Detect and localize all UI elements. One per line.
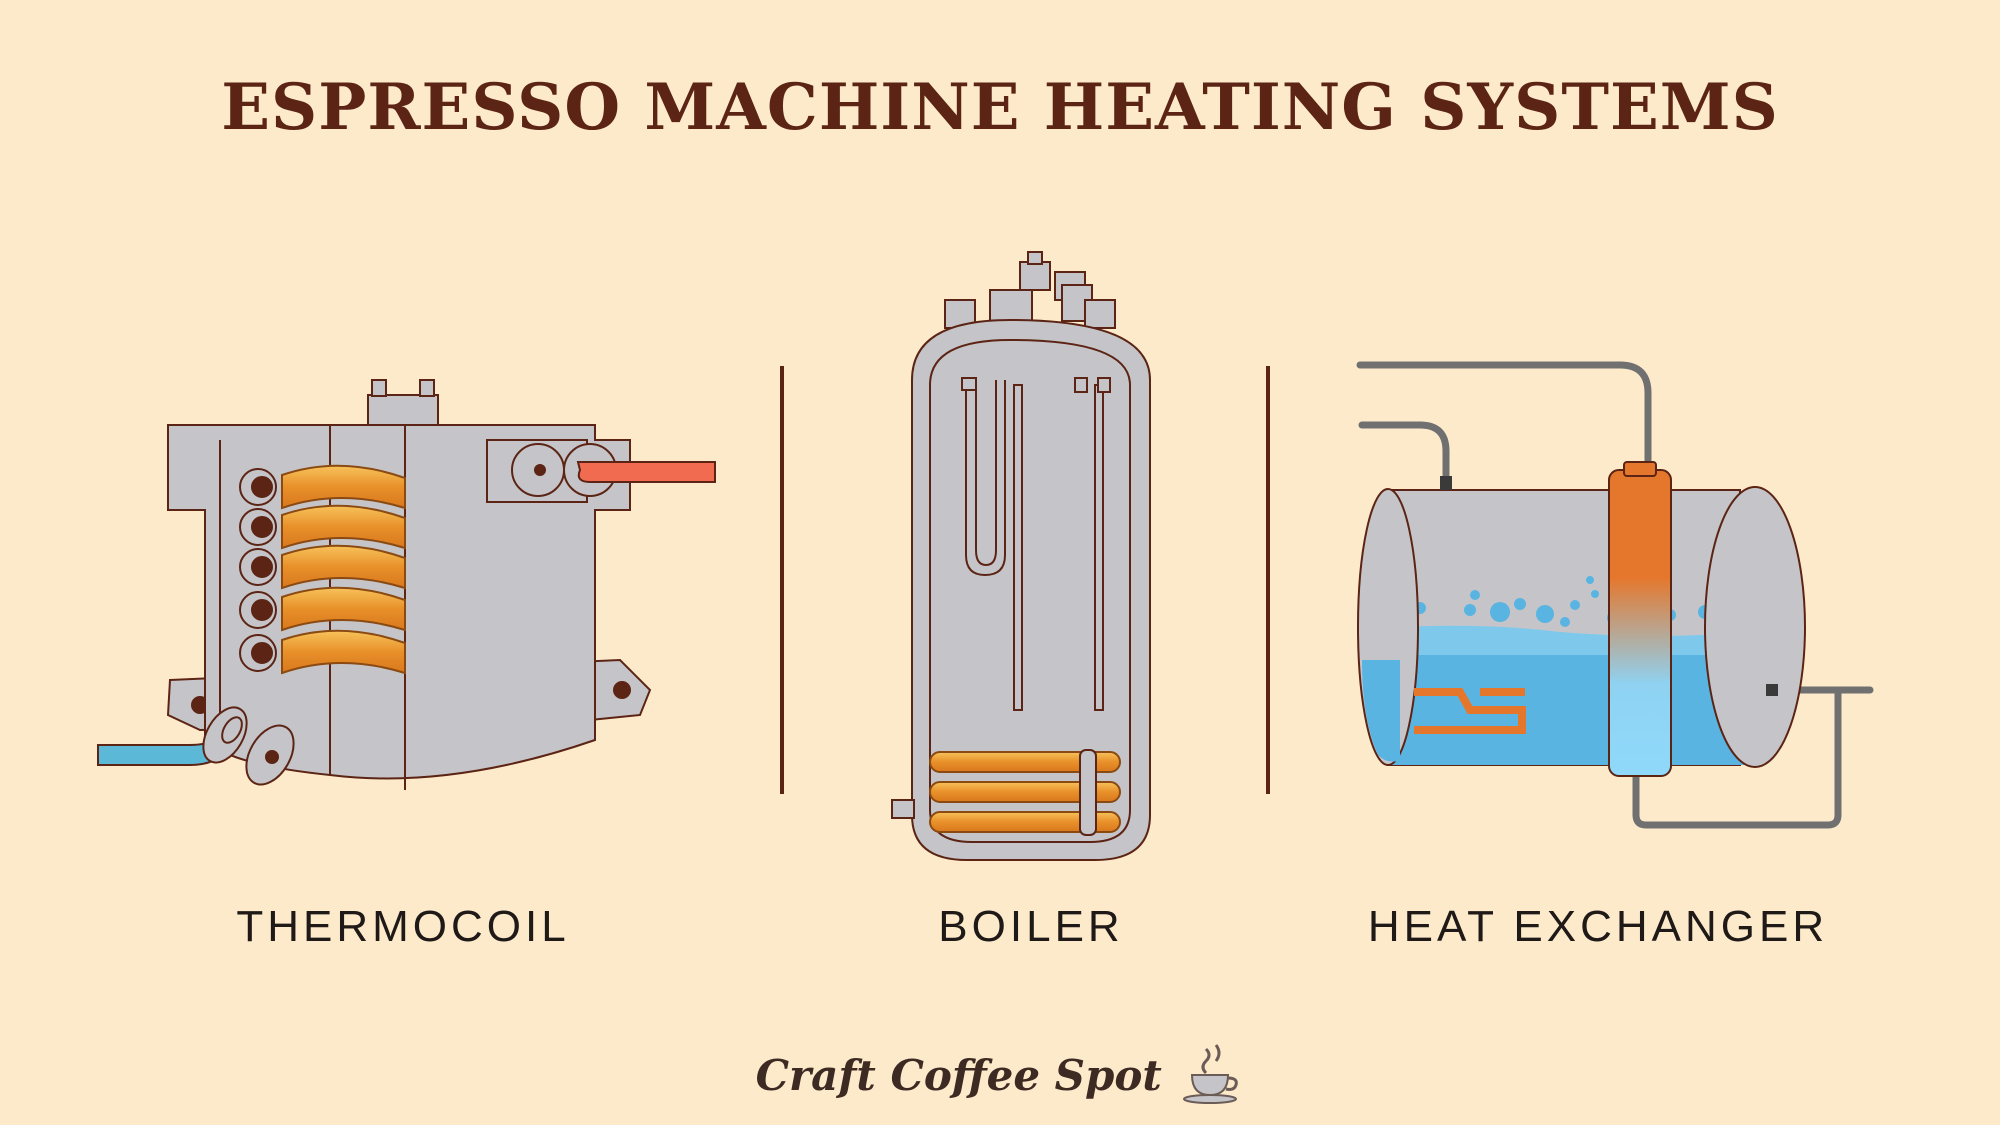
brand-text: Craft Coffee Spot <box>755 1051 1162 1100</box>
page-title: ESPRESSO MACHINE HEATING SYSTEMS <box>221 70 1779 145</box>
divider-right <box>1266 366 1270 794</box>
boiler-illustration <box>891 251 1151 861</box>
heat-exchanger-illustration <box>1356 361 1874 829</box>
divider-left <box>780 366 784 794</box>
label-thermocoil: THERMOCOIL <box>236 902 570 951</box>
label-boiler: BOILER <box>938 902 1124 951</box>
brand-logo: Craft Coffee Spot <box>0 1043 2000 1115</box>
coffee-cup-icon <box>1182 1043 1244 1115</box>
thermocoil-illustration <box>97 379 716 790</box>
label-heat-exchanger: HEAT EXCHANGER <box>1367 902 1829 951</box>
